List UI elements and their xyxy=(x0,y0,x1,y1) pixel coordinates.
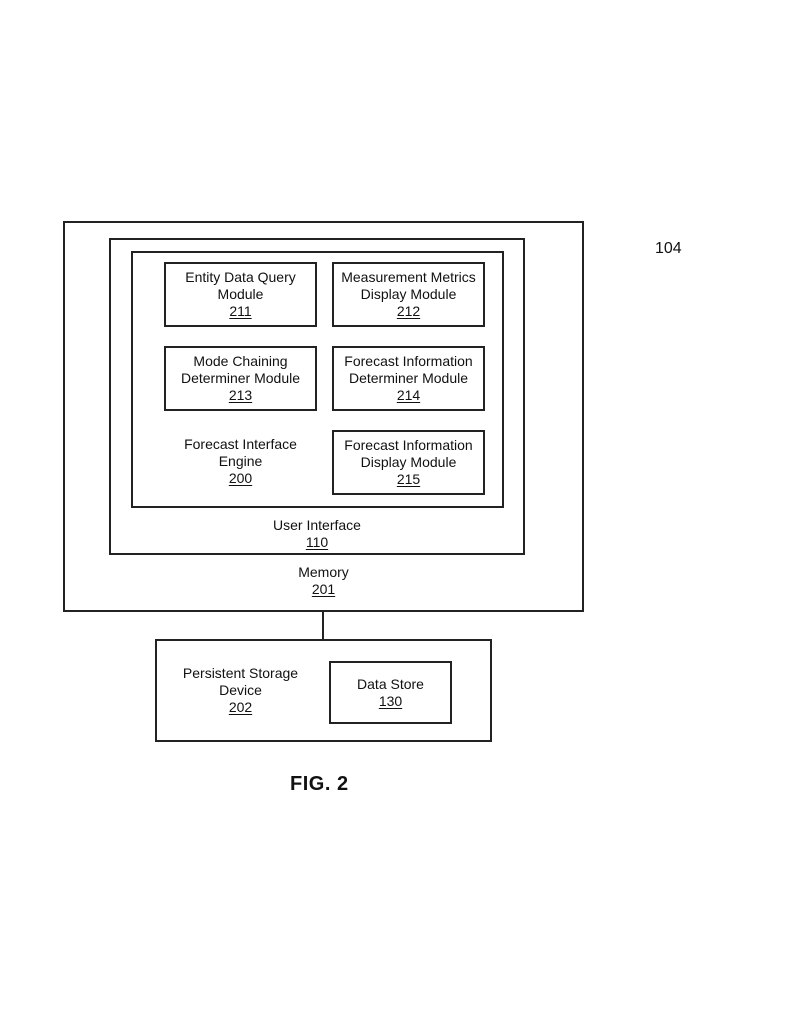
forecast-information-determiner-module-box: Forecast Information Determiner Module 2… xyxy=(332,346,485,411)
module-214-line1: Forecast Information xyxy=(344,353,473,369)
persistent-storage-device-box xyxy=(155,639,492,742)
memory-name: Memory xyxy=(298,564,349,580)
user-interface-number: 110 xyxy=(305,534,329,550)
module-211-line1: Entity Data Query xyxy=(185,269,296,285)
mode-chaining-determiner-module-box: Mode Chaining Determiner Module 213 xyxy=(164,346,317,411)
figure-reference-number: 104 xyxy=(655,240,682,257)
module-213-line1: Mode Chaining xyxy=(193,353,288,369)
persistent-storage-device-label: Persistent Storage Device 202 xyxy=(168,665,313,716)
entity-data-query-module-box: Entity Data Query Module 211 xyxy=(164,262,317,327)
engine-line1: Forecast Interface xyxy=(184,436,297,452)
engine-number: 200 xyxy=(228,470,253,486)
user-interface-label: User Interface 110 xyxy=(109,517,525,551)
forecast-information-display-module-box: Forecast Information Display Module 215 xyxy=(332,430,485,495)
module-215-number: 215 xyxy=(396,471,421,487)
module-211-line2: Module xyxy=(217,286,264,302)
engine-line2: Engine xyxy=(218,453,263,469)
storage-line1: Persistent Storage xyxy=(182,665,299,681)
module-215-line1: Forecast Information xyxy=(344,437,473,453)
user-interface-name: User Interface xyxy=(273,517,361,533)
module-212-number: 212 xyxy=(396,303,421,319)
data-store-box: Data Store 130 xyxy=(329,661,452,724)
memory-label: Memory 201 xyxy=(63,564,584,598)
module-211-number: 211 xyxy=(229,303,252,319)
module-214-line2: Determiner Module xyxy=(348,370,469,386)
forecast-interface-engine-box xyxy=(131,251,504,508)
module-215-line2: Display Module xyxy=(360,454,457,470)
module-212-line1: Measurement Metrics xyxy=(341,269,476,285)
module-213-line2: Determiner Module xyxy=(180,370,301,386)
figure-title: FIG. 2 xyxy=(290,773,349,795)
storage-number: 202 xyxy=(228,699,253,715)
module-212-line2: Display Module xyxy=(360,286,457,302)
module-214-number: 214 xyxy=(396,387,421,403)
memory-number: 201 xyxy=(311,581,336,597)
storage-line2: Device xyxy=(219,682,262,698)
measurement-metrics-display-module-box: Measurement Metrics Display Module 212 xyxy=(332,262,485,327)
data-store-name: Data Store xyxy=(357,675,424,692)
data-store-number: 130 xyxy=(378,692,403,709)
forecast-interface-engine-label: Forecast Interface Engine 200 xyxy=(164,436,317,487)
memory-storage-connector xyxy=(322,611,324,641)
module-213-number: 213 xyxy=(228,387,253,403)
